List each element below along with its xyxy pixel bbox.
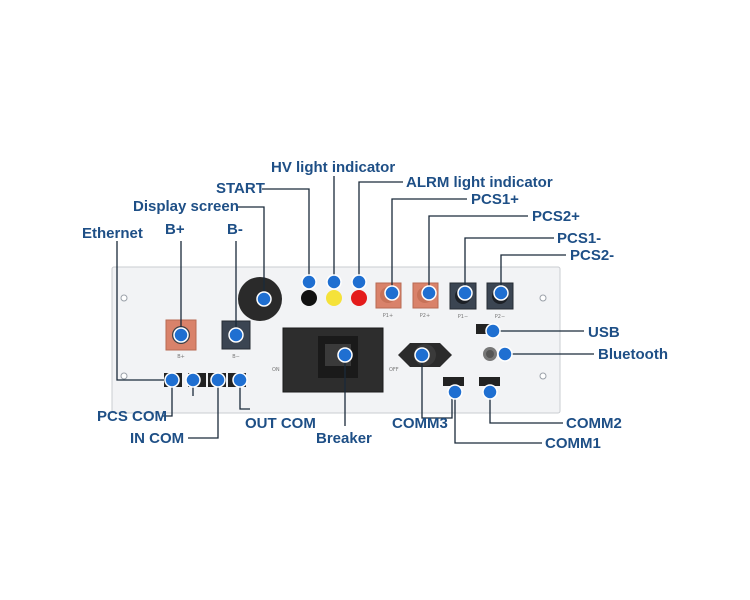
bluetooth-button: [483, 347, 497, 361]
leader-lines: [116, 176, 594, 444]
start-indicator: [301, 290, 317, 306]
marker-pcs1-plus-dot: [384, 285, 400, 301]
panel-b-plus-text: B+: [177, 354, 185, 360]
label-usb: USB: [588, 324, 620, 341]
label-in-com: IN COM: [130, 430, 185, 447]
label-alrm-light-indicator: ALRM light indicator: [406, 174, 553, 191]
marker-comm1-dot: [447, 384, 463, 400]
label-b-minus: B-: [227, 221, 243, 238]
usb-port: [476, 324, 493, 334]
marker-in-com-dot: [210, 372, 226, 388]
panel-on-text: ON: [272, 367, 280, 373]
comm1-port: [443, 377, 464, 386]
marker-start-dot: [301, 274, 317, 290]
comm2-port: [479, 377, 500, 386]
label-bluetooth: Bluetooth: [598, 346, 668, 363]
marker-hv-dot: [326, 274, 342, 290]
marker-bluetooth-dot: [497, 346, 513, 362]
label-comm2: COMM2: [566, 415, 622, 432]
label-pcs2-minus: PCS2-: [570, 247, 615, 264]
marker-ethernet-dot: [164, 372, 180, 388]
marker-usb-dot: [485, 323, 501, 339]
marker-b-minus-dot: [228, 327, 244, 343]
marker-comm3-dot: [414, 347, 430, 363]
marker-b-plus-dot: [173, 327, 189, 343]
marker-display-dot: [256, 291, 272, 307]
marker-pcs2-minus-dot: [493, 285, 509, 301]
label-pcs1-minus: PCS1-: [557, 230, 602, 247]
breaker: [282, 327, 384, 393]
panel-p2-plus-text: P2+: [420, 313, 430, 319]
hv-light-indicator: [326, 290, 342, 306]
marker-comm2-dot: [482, 384, 498, 400]
label-start: START: [216, 180, 265, 197]
label-pcs1-plus: PCS1+: [471, 191, 519, 208]
label-comm1: COMM1: [545, 435, 601, 452]
label-b-plus: B+: [165, 221, 185, 238]
label-comm3: COMM3: [392, 415, 448, 432]
panel-off-text: OFF: [389, 367, 399, 373]
marker-alrm-dot: [351, 274, 367, 290]
panel-p1-minus-text: P1−: [458, 314, 468, 320]
panel-b-minus-text: B−: [232, 354, 240, 360]
label-hv-light-indicator: HV light indicator: [271, 159, 396, 176]
label-pcs-com: PCS COM: [97, 408, 168, 425]
marker-pcs1-minus-dot: [457, 285, 473, 301]
label-ethernet: Ethernet: [82, 225, 143, 242]
alrm-light-indicator: [351, 290, 367, 306]
label-display-screen: Display screen: [133, 198, 239, 215]
marker-pcs2-plus-dot: [421, 285, 437, 301]
panel-p1-plus-text: P1+: [383, 313, 393, 319]
label-out-com: OUT COM: [245, 415, 316, 432]
panel-p2-minus-text: P2−: [495, 314, 505, 320]
mounting-holes: [120, 294, 547, 380]
marker-out-com-dot: [232, 372, 248, 388]
marker-breaker-dot: [337, 347, 353, 363]
marker-pcs-com-dot: [185, 372, 201, 388]
label-pcs2-plus: PCS2+: [532, 208, 580, 225]
label-breaker: Breaker: [316, 430, 372, 447]
markers: [164, 274, 513, 400]
